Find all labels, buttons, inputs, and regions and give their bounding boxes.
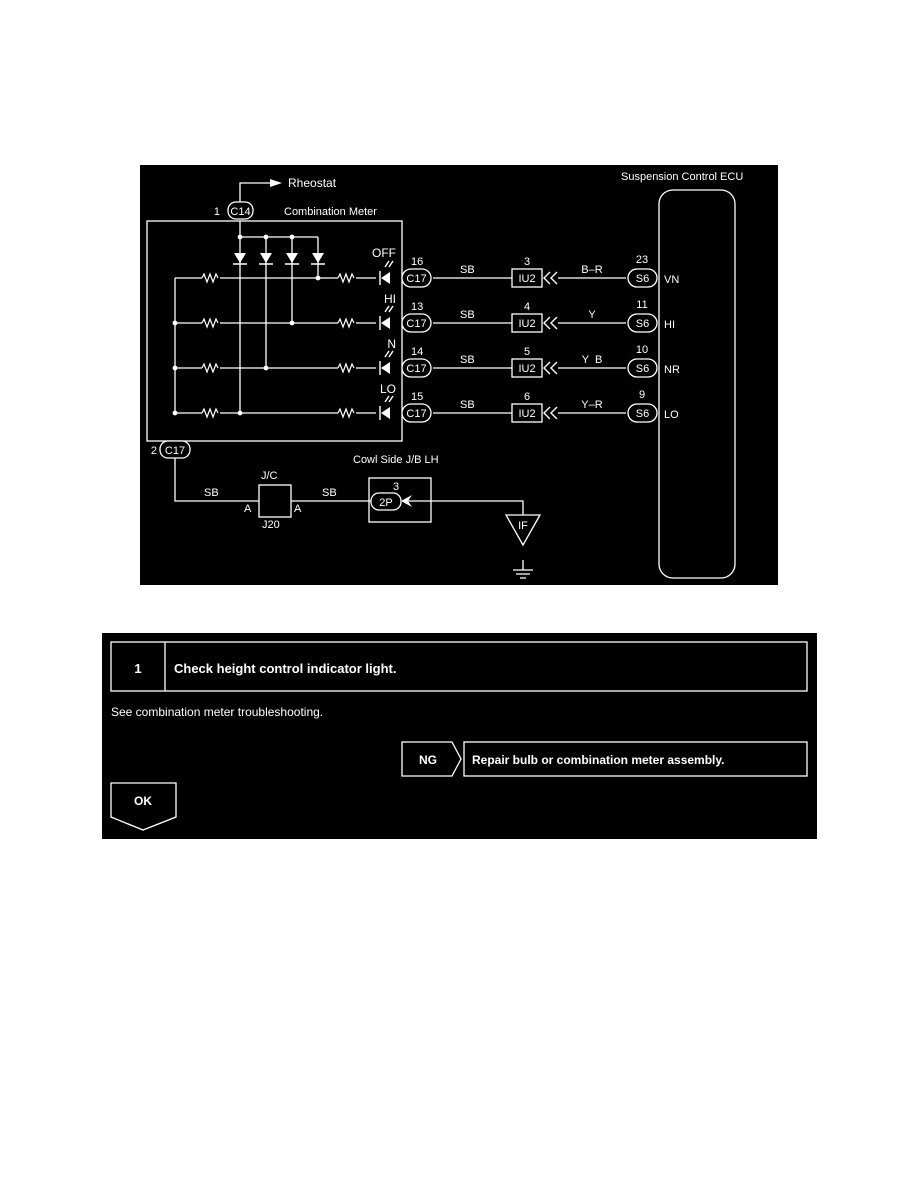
cowl-pin: 3 (393, 481, 399, 493)
wire-color: Y B (582, 354, 603, 366)
iu2-pin: 4 (524, 301, 530, 313)
s6-pin: 10 (636, 344, 648, 356)
j20-label: J20 (262, 519, 280, 531)
connector-arrow-icon (401, 495, 412, 507)
connector-iu2 (511, 403, 543, 423)
connector-iu2 (511, 358, 543, 378)
wire-color: Y (588, 309, 596, 321)
svg-text:IU2: IU2 (518, 318, 535, 330)
svg-text:IU2: IU2 (518, 408, 535, 420)
step-title: Check height control indicator light. (174, 661, 396, 676)
s6-pin: 23 (636, 254, 648, 266)
troubleshooting-step: 1 Check height control indicator light. … (102, 633, 817, 839)
connector-s6 (627, 358, 658, 378)
ecu-terminal: NR (664, 364, 680, 376)
ng-label: NG (419, 753, 437, 767)
connector-c17 (401, 403, 432, 423)
connector-c14 (227, 201, 254, 220)
s6-pin: 9 (639, 389, 645, 401)
svg-text:IU2: IU2 (518, 363, 535, 375)
arrow-icon (270, 179, 282, 187)
step-number: 1 (134, 661, 141, 676)
diode-icon (234, 253, 324, 263)
ng-action: Repair bulb or combination meter assembl… (472, 753, 725, 767)
troubleshooting-svg: 1 Check height control indicator light. … (110, 641, 808, 831)
connector-s6 (627, 268, 658, 288)
ecu-terminal: LO (664, 409, 679, 421)
ok-label: OK (134, 794, 152, 808)
c17-pin: 16 (411, 256, 423, 268)
ecu-terminal: VN (664, 274, 679, 286)
meter-title: Combination Meter (284, 206, 377, 218)
svg-text:C17: C17 (406, 273, 426, 285)
wire-color: SB (460, 354, 475, 366)
junction-connector-box (258, 484, 292, 518)
indicator-label: LO (380, 382, 396, 396)
wiring-diagram: C14 1 C17 C17 C17 C17 C17 2 IU2 IU2 IU2 … (140, 165, 778, 585)
c17-pin: 13 (411, 301, 423, 313)
jc-pin: A (244, 503, 252, 515)
jc-label: J/C (261, 470, 278, 482)
indicator-label: OFF (372, 246, 396, 260)
wire-color: SB (204, 487, 219, 499)
svg-text:C14: C14 (230, 206, 250, 218)
wiring-diagram-svg: C14 1 C17 C17 C17 C17 C17 2 IU2 IU2 IU2 … (146, 171, 743, 579)
cowl-title: Cowl Side J/B LH (353, 454, 439, 466)
step-instruction: See combination meter troubleshooting. (111, 705, 323, 719)
svg-text:C17: C17 (406, 408, 426, 420)
wire-color: SB (460, 399, 475, 411)
connector-chevron-icon (543, 271, 558, 420)
svg-text:2P: 2P (379, 497, 392, 509)
svg-text:C17: C17 (406, 363, 426, 375)
ground-label: IF (518, 520, 528, 532)
wire-color: Y–R (581, 399, 602, 411)
connector-c17 (401, 313, 432, 333)
connector-s6 (627, 403, 658, 423)
ecu-terminal: HI (664, 319, 675, 331)
ground-icon (504, 514, 542, 547)
iu2-pin: 5 (524, 346, 530, 358)
c17-pin: 14 (411, 346, 423, 358)
ground-pin: 2 (151, 445, 157, 457)
c17-pin: 15 (411, 391, 423, 403)
s6-pin: 11 (636, 299, 647, 311)
svg-text:S6: S6 (636, 363, 649, 375)
connector-c17-ground (159, 440, 191, 459)
svg-text:S6: S6 (636, 318, 649, 330)
indicator-led-icon (381, 272, 390, 419)
svg-text:IU2: IU2 (518, 273, 535, 285)
connector-2p (370, 492, 402, 511)
connector-s6 (627, 313, 658, 333)
ng-action-box (463, 741, 808, 777)
step-header-box (110, 641, 808, 692)
wire-color: SB (322, 487, 337, 499)
rheostat-wire (239, 182, 270, 206)
wire-color: B–R (581, 264, 602, 276)
ng-tag (401, 741, 462, 777)
indicator-label: N (387, 337, 396, 351)
svg-text:C17: C17 (406, 318, 426, 330)
ecu-box (658, 189, 736, 579)
wire-color: SB (460, 264, 475, 276)
wire-color: SB (460, 309, 475, 321)
jc-pin: A (294, 503, 302, 515)
connector-c17 (401, 358, 432, 378)
ecu-title: Suspension Control ECU (621, 171, 743, 183)
cowl-jb-box (368, 477, 432, 523)
c14-pin: 1 (214, 206, 220, 218)
connector-c17 (401, 268, 432, 288)
connector-iu2 (511, 268, 543, 288)
connector-iu2 (511, 313, 543, 333)
resistor-icon (201, 272, 355, 419)
rheostat-label: Rheostat (288, 176, 337, 190)
svg-text:S6: S6 (636, 273, 649, 285)
ok-tag (110, 782, 177, 831)
svg-text:C17: C17 (165, 445, 185, 457)
combination-meter-box (146, 220, 403, 442)
indicator-label: HI (384, 292, 396, 306)
svg-text:S6: S6 (636, 408, 649, 420)
iu2-pin: 6 (524, 391, 530, 403)
iu2-pin: 3 (524, 256, 530, 268)
